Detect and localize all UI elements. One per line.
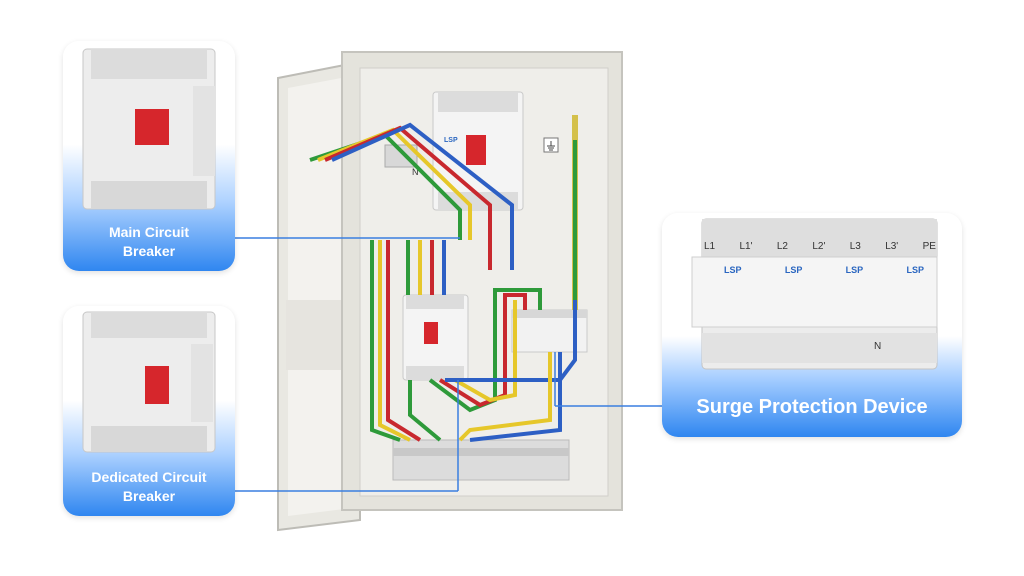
dedicated-breaker-label-line2: Breaker	[122, 488, 176, 504]
wiring	[309, 122, 577, 442]
main-breaker-label-line2: Breaker	[122, 243, 176, 259]
spd-brand-1: LSP	[724, 265, 742, 275]
dedicated-breaker-label: Dedicated Circuit Breaker	[63, 468, 235, 506]
main-breaker-brand: LSP	[444, 137, 458, 144]
dedicated-breaker-image	[82, 311, 216, 453]
spd-image	[691, 218, 938, 370]
spd-terminal-pe: PE	[922, 241, 936, 252]
main-breaker-label-line1: Main Circuit	[108, 224, 190, 240]
spd-terminal-l1: L1	[704, 241, 716, 252]
main-breaker-label: Main Circuit Breaker	[63, 223, 235, 261]
terminal-block-strip	[392, 439, 570, 481]
spd-label: Surge Protection Device	[696, 396, 928, 418]
spd-terminal-n: N	[874, 341, 882, 352]
spd-brand-2: LSP	[784, 265, 803, 275]
main-breaker-image	[82, 48, 216, 210]
spd-brand-row: LSP LSP LSP LSP	[724, 265, 924, 275]
callout-lines	[235, 237, 662, 492]
dedicated-breaker-callout: Dedicated Circuit Breaker	[63, 306, 235, 516]
spd-callout: L1 L1' L2 L2' L3 L3' PE LSP LSP LSP LSP …	[662, 213, 962, 437]
spd-terminal-l2p: L2'	[812, 241, 826, 252]
spd-terminal-row: L1 L1' L2 L2' L3 L3' PE	[704, 241, 936, 252]
cabinet-door	[277, 60, 361, 532]
wire-label-n: N	[412, 167, 419, 177]
main-breaker-callout: Main Circuit Breaker	[63, 41, 235, 271]
dedicated-breaker-unit	[402, 294, 469, 381]
dedicated-breaker-label-line1: Dedicated Circuit	[91, 469, 207, 485]
spd-terminal-l3p: L3'	[885, 241, 899, 252]
spd-terminal-l1p: L1'	[739, 241, 753, 252]
spd-brand-4: LSP	[906, 265, 924, 275]
spd-brand-3: LSP	[845, 265, 864, 275]
main-breaker-unit: LSP	[432, 91, 524, 211]
spd-terminal-l3: L3	[849, 241, 861, 252]
spd-terminal-l2: L2	[776, 241, 788, 252]
ground-symbol-icon	[543, 137, 559, 153]
